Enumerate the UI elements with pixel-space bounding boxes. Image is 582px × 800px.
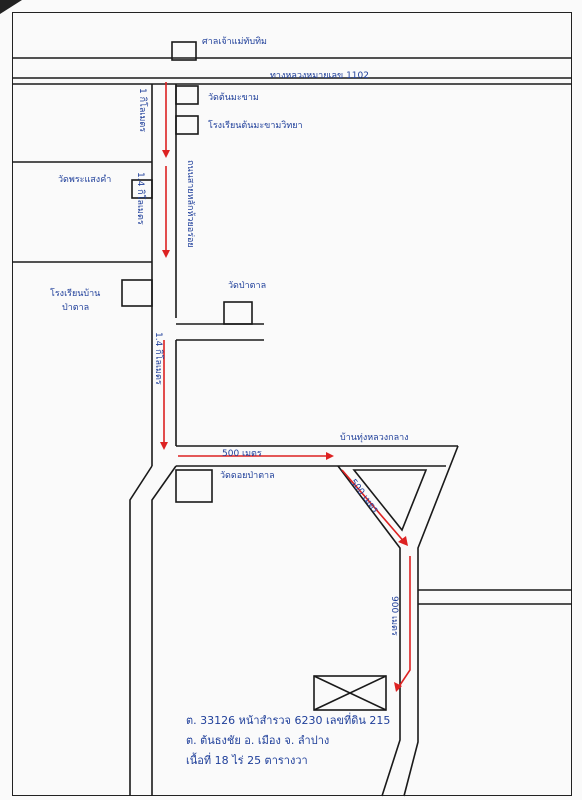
wat-1-label: วัดต้นมะขาม xyxy=(208,92,259,103)
corner-mark xyxy=(0,0,22,14)
target-plot-cross-2 xyxy=(313,675,387,711)
route-arrowhead-1 xyxy=(162,150,170,158)
route-arrowhead-6 xyxy=(394,682,402,692)
note-line-1: ต. 33126 หน้าสำรวจ 6230 เลขที่ดิน 215 xyxy=(186,712,390,727)
segment-2-label: 1.4 กิโลเมตร xyxy=(135,172,146,225)
segment-1-label: 1 กิโลเมตร xyxy=(137,88,148,132)
wat-4-label: วัดดอยป่าตาล xyxy=(220,471,275,481)
top-landmark-label: ศาลเจ้าแม่ทับทิม xyxy=(202,36,267,47)
school-1-label: โรงเรียนต้นมะขามวิทยา xyxy=(208,120,303,131)
school-1-building xyxy=(175,115,199,135)
note-line-2: ต. ต้นธงชัย อ. เมือง จ. ลำปาง xyxy=(186,734,329,747)
highway-label: ทางหลวงหมายเลข 1102 xyxy=(270,71,369,81)
right-road-inner xyxy=(403,445,459,797)
map-frame xyxy=(12,12,572,796)
route-arrowhead-4 xyxy=(326,452,334,460)
lower-left-road-outer xyxy=(129,465,153,796)
school-2-building xyxy=(121,279,153,307)
wat-1-building xyxy=(175,85,199,105)
note-line-3: เนื้อที่ 18 ไร่ 25 ตารางวา xyxy=(186,752,308,767)
lower-left-road-inner xyxy=(151,465,177,796)
wat-4-building xyxy=(175,469,213,503)
wat-3-label: วัดป่าตาล xyxy=(228,281,266,291)
route-arrowhead-5 xyxy=(398,536,408,546)
village-label: บ้านทุ่งหลวงกลาง xyxy=(340,432,409,443)
triangle-island xyxy=(352,469,428,532)
target-plot xyxy=(313,675,387,711)
school-2-label-line1: โรงเรียนบ้าน xyxy=(50,288,100,299)
school-2-label-line2: ป่าตาล xyxy=(62,303,89,313)
top-landmark-building xyxy=(171,41,197,61)
route-arrowhead-3 xyxy=(160,442,168,450)
wat-3-building xyxy=(223,301,253,325)
wat-2-label: วัดพระแสงคำ xyxy=(58,174,111,185)
right-road-outer xyxy=(337,465,401,797)
wat-2-building xyxy=(131,179,153,199)
segment-6-label: 900 เมตร xyxy=(389,596,399,636)
route-segment-5 xyxy=(341,469,407,545)
segment-4-label: 500 เมตร xyxy=(222,449,262,459)
segment-3-label: 1.4 กิโลเมตร xyxy=(153,332,164,385)
route-arrowhead-2 xyxy=(162,250,170,258)
road-name-label: ถนนสายหลักห้วยอร่อย xyxy=(185,160,196,248)
route-segment-6 xyxy=(397,556,411,689)
